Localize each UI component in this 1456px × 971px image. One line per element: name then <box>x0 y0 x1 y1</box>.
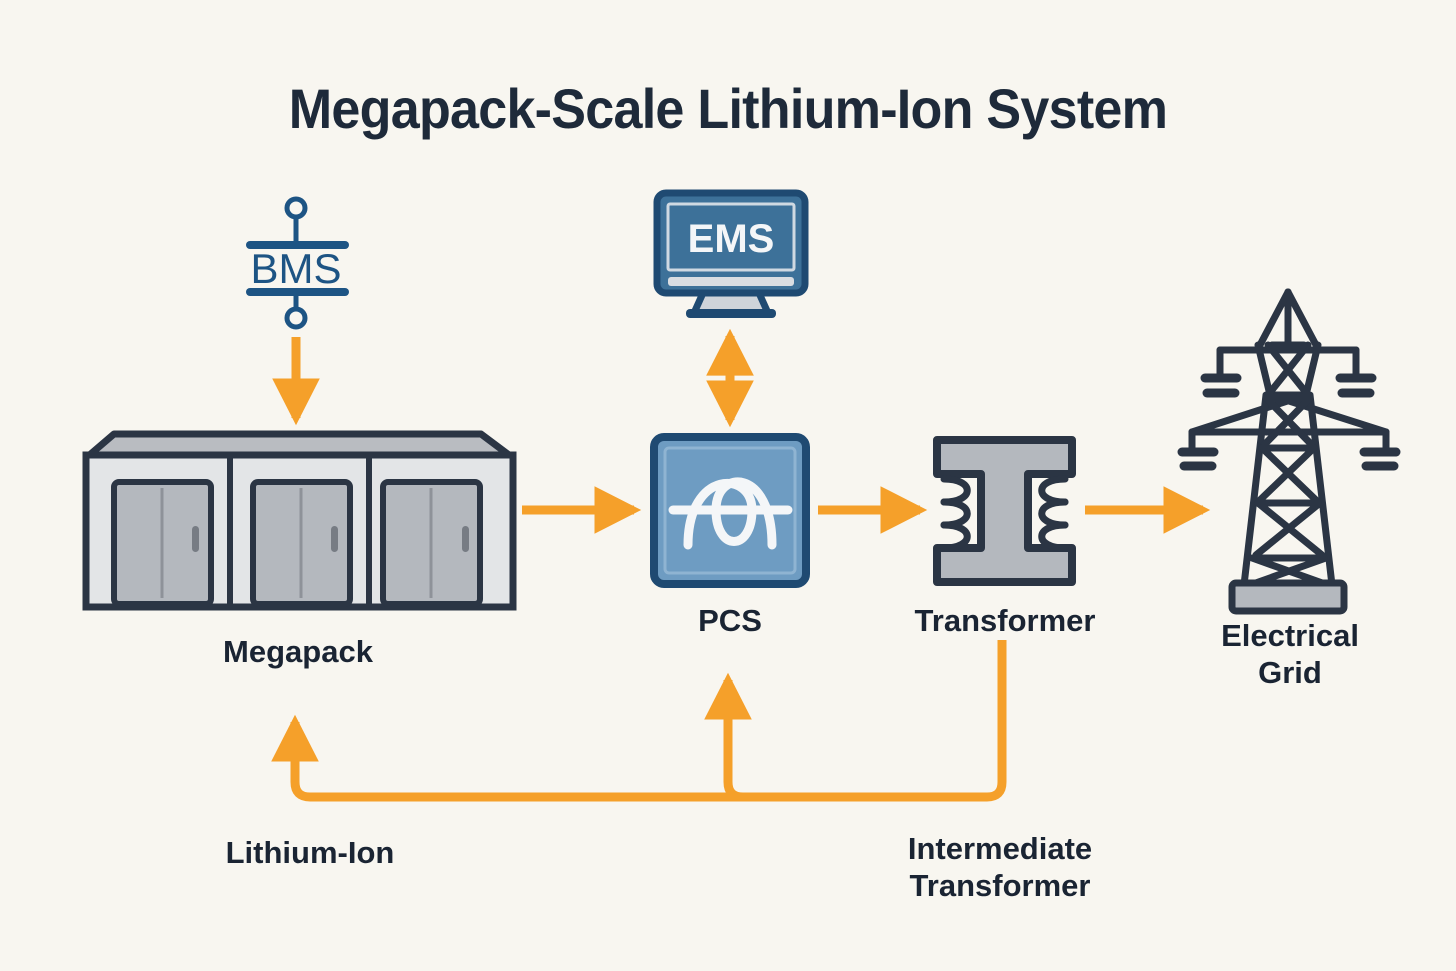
ems-label: EMS <box>688 217 775 261</box>
flow-label-lithium-ion: Lithium-Ion <box>225 835 395 870</box>
node-label-electrical-grid: Electrical Grid <box>1170 618 1410 691</box>
monitor-screen-icon: EMS <box>653 189 809 318</box>
bms-label: BMS <box>250 245 341 292</box>
page-title: Megapack-Scale Lithium-Ion System <box>288 77 1168 140</box>
transformer-coil-icon <box>933 436 1076 586</box>
battery-management-capacitor-icon: BMS <box>246 196 349 330</box>
flow-label-intermediate-line1: Intermediate <box>907 831 1093 866</box>
flow-label-intermediate-transformer: Intermediate Transformer <box>845 830 1155 904</box>
flow-label-intermediate-line2: Transformer <box>909 868 1091 904</box>
arrow-feedback-to-pcs <box>704 640 1007 802</box>
node-label-megapack: Megapack <box>223 634 373 669</box>
node-label-electrical-grid-line2: Grid <box>1258 654 1322 690</box>
inverter-sine-wave-icon <box>650 433 810 588</box>
node-label-pcs: PCS <box>698 603 762 638</box>
node-label-electrical-grid-line1: Electrical <box>1221 618 1359 653</box>
battery-enclosure-icon <box>82 430 517 611</box>
arrow-feedback-to-megapack <box>271 714 760 802</box>
transmission-tower-icon <box>1177 288 1401 615</box>
node-label-transformer: Transformer <box>914 603 1096 638</box>
